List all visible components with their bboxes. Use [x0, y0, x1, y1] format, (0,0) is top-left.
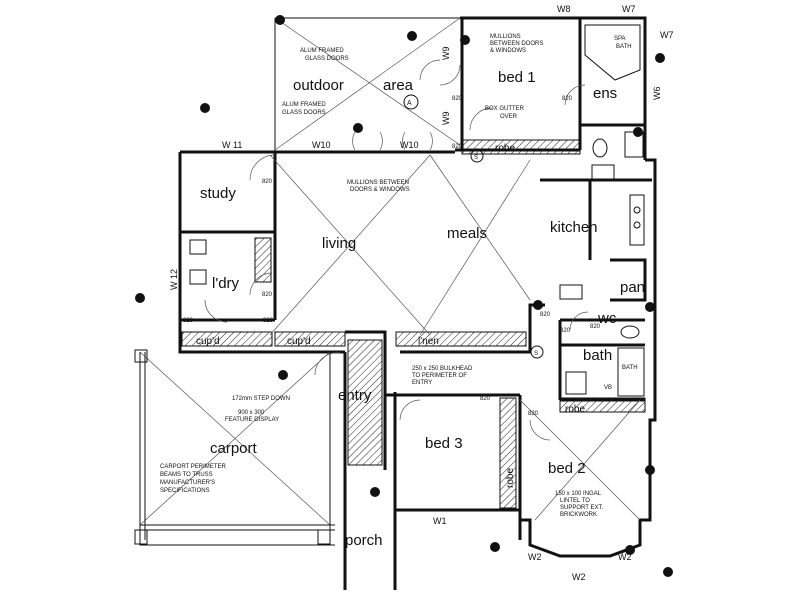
note-lintel: LINTEL TO [560, 498, 590, 504]
window-label: W 11 [222, 140, 242, 150]
window-label: W1 [433, 516, 447, 526]
window-label: W10 [400, 140, 419, 150]
note-lintel: BRICKWORK [560, 512, 597, 518]
door-size: 820 [560, 328, 571, 334]
note-alum-framed: ALUM FRAMED [300, 48, 344, 54]
window-label: W10 [312, 140, 331, 150]
room-label-bath: bath [583, 347, 612, 364]
cupboard-label: cup'd [196, 336, 220, 347]
linen-label: l'nen [418, 336, 439, 347]
note-carport: BEAMS TO TRUSS [160, 472, 213, 478]
door-size: 820 [562, 96, 573, 102]
carport-outline [134, 349, 335, 546]
note-mullions-mid: DOORS & WINDOWS [350, 187, 410, 193]
note-feature: FEATURE DISPLAY [225, 417, 279, 423]
door-size: 820 [183, 318, 194, 324]
interior-walls [180, 18, 647, 590]
note-bath: BATH [622, 365, 638, 371]
note-lintel: SUPPORT EXT. [560, 505, 603, 511]
note-carport: SPECIFICATIONS [160, 488, 210, 494]
room-label-carport: carport [210, 440, 258, 457]
section-markers [135, 15, 673, 577]
room-label-study: study [200, 185, 236, 202]
room-label-entry: entry [338, 387, 372, 404]
room-label-laundry: l'dry [212, 275, 240, 292]
note-mullions-mid: MULLIONS BETWEEN [347, 180, 409, 186]
note-alum-framed-2: ALUM FRAMED [282, 102, 326, 108]
fixtures [189, 24, 645, 397]
note-spa-bath: BATH [616, 44, 632, 50]
room-label-wc: wc [597, 310, 617, 327]
room-label-bed2: bed 2 [548, 460, 586, 477]
robe-label: robe [565, 404, 585, 415]
note-carport: MANUFACTURER'S [160, 480, 215, 486]
room-label-bed1: bed 1 [498, 69, 536, 86]
smoke-detectors: S S [470, 149, 544, 359]
door-size: 820 [452, 96, 463, 102]
note-glass-doors-2: GLASS DOORS [282, 110, 326, 116]
room-labels: outdoor area bed 1 ens study living meal… [200, 69, 645, 549]
window-label: W6 [652, 87, 662, 101]
room-label-meals: meals [447, 225, 487, 242]
room-label-outdoor: outdoor [293, 77, 344, 94]
note-mullions: & WINDOWS [490, 48, 526, 54]
window-label: W7 [660, 30, 674, 40]
door-size: 820 [590, 324, 601, 330]
room-label-porch: porch [345, 532, 383, 549]
note-box-gutter: BOX GUTTER [485, 106, 525, 112]
hatched-fixtures [181, 139, 646, 509]
note-mullions: BETWEEN DOORS [490, 41, 543, 47]
robe-label: robe [495, 143, 515, 154]
room-label-pantry: pan [620, 279, 645, 296]
door-size: 820 [528, 411, 539, 417]
note-feature: 900 x 300 [238, 410, 265, 416]
door-size: 820 [262, 179, 273, 185]
window-label: W7 [622, 4, 636, 14]
door-size-labels: 820 820 820 820 820 820 820 820 820 820 … [183, 96, 601, 417]
window-label: W2 [528, 552, 542, 562]
door-size: 820 [480, 396, 491, 402]
room-label-area: area [383, 77, 414, 94]
smoke-detector-label: S [534, 351, 538, 357]
door-size: 820 [540, 312, 551, 318]
annotations: ALUM FRAMED GLASS DOORS ALUM FRAMED GLAS… [160, 34, 638, 518]
window-label: W2 [618, 552, 632, 562]
robe-label: robe [505, 468, 516, 488]
window-label: W 12 [169, 269, 179, 290]
note-step-down: 172mm STEP DOWN [232, 396, 290, 402]
room-label-kitchen: kitchen [550, 219, 598, 236]
note-vb: VB [604, 385, 612, 391]
note-box-gutter: OVER [500, 114, 518, 120]
room-label-ens: ens [593, 85, 617, 102]
cupboard-label: cup'd [287, 336, 311, 347]
smoke-detector-label: S [474, 155, 478, 161]
note-spa-bath: SPA [614, 36, 626, 42]
window-label: W9 [441, 47, 451, 61]
room-label-bed3: bed 3 [425, 435, 463, 452]
window-label: W8 [557, 4, 571, 14]
window-label: W9 [441, 112, 451, 126]
a-marker: A [403, 94, 419, 110]
a-marker-label: A [407, 100, 412, 107]
note-bulkhead: TO PERIMETER OF [412, 373, 467, 379]
door-size: 820 [452, 144, 463, 150]
note-carport: CARPORT PERIMETER [160, 464, 226, 470]
note-bulkhead: ENTRY [412, 380, 432, 386]
note-mullions: MULLIONS [490, 34, 521, 40]
note-glass-doors: GLASS DOORS [305, 56, 349, 62]
note-lintel: 150 x 100 INGAL [555, 491, 602, 497]
door-swings [204, 59, 589, 441]
window-label: W2 [572, 572, 586, 582]
outer-walls [178, 16, 657, 558]
fixture-labels: robe robe robe cup'd cup'd l'nen [196, 143, 585, 488]
door-size: 820 [263, 318, 274, 324]
room-label-living: living [322, 235, 356, 252]
diagonal-lines [139, 17, 641, 526]
note-bulkhead: 250 x 250 BULKHEAD [412, 366, 473, 372]
window-labels: W8 W7 W7 W6 W9 W9 W10 W10 W 11 W 12 W1 W… [169, 4, 674, 582]
door-size: 820 [262, 292, 273, 298]
